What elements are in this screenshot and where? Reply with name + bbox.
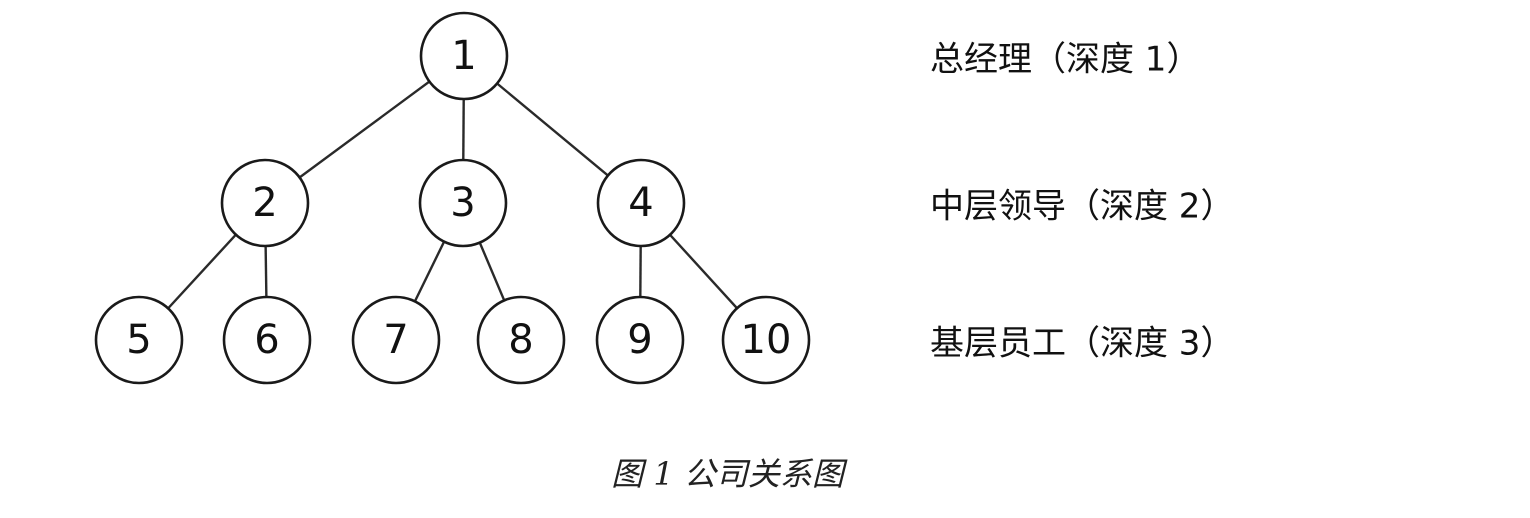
tree-node-10: 10 (721, 295, 811, 385)
node-label: 2 (252, 180, 277, 226)
node-label: 8 (508, 317, 533, 363)
tree-node-5: 5 (94, 295, 184, 385)
level-label-middle-management: 中层领导（深度 2） (930, 186, 1235, 227)
level-label-staff: 基层员工（深度 3） (930, 323, 1235, 364)
tree-node-9: 9 (595, 295, 685, 385)
node-circle (476, 295, 566, 385)
tree-node-1: 1 (419, 11, 509, 101)
node-circle (419, 11, 509, 101)
figure-caption: 图 1 公司关系图 (611, 455, 844, 493)
node-label: 9 (627, 317, 652, 363)
node-circle (721, 295, 811, 385)
node-circle (596, 158, 686, 248)
node-label: 6 (254, 317, 279, 363)
tree-node-4: 4 (596, 158, 686, 248)
node-label: 5 (126, 317, 151, 363)
node-circle (222, 295, 312, 385)
node-label: 3 (450, 180, 475, 226)
tree-node-3: 3 (418, 158, 508, 248)
node-circle (595, 295, 685, 385)
node-label: 7 (383, 317, 408, 363)
node-circle (418, 158, 508, 248)
node-circle (94, 295, 184, 385)
node-label: 1 (451, 33, 476, 79)
tree-node-8: 8 (476, 295, 566, 385)
node-label: 4 (628, 180, 653, 226)
nodes-layer: 1 2 3 4 5 6 7 8 9 10 (94, 11, 811, 385)
node-circle (351, 295, 441, 385)
tree-node-2: 2 (220, 158, 310, 248)
node-label: 10 (741, 317, 792, 363)
level-label-general-manager: 总经理（深度 1） (930, 39, 1201, 80)
node-circle (220, 158, 310, 248)
tree-node-6: 6 (222, 295, 312, 385)
tree-node-7: 7 (351, 295, 441, 385)
